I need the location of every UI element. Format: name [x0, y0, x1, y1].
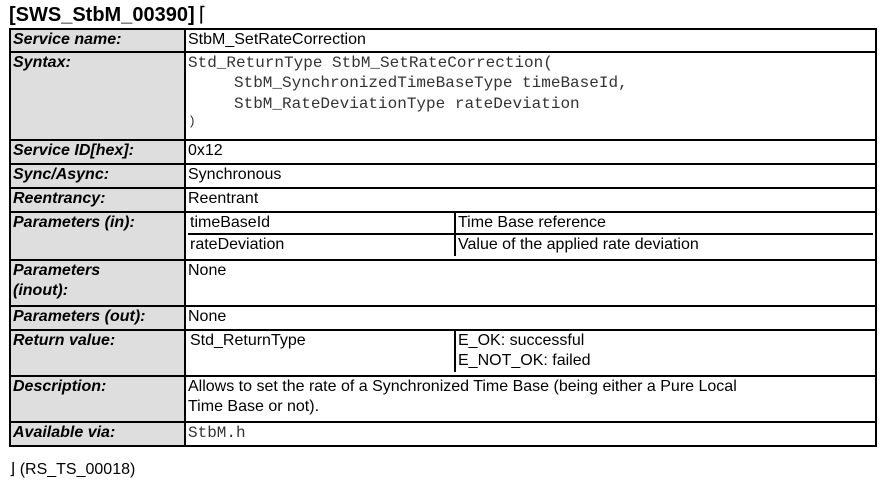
- row-syntax: Syntax: Std_ReturnType StbM_SetRateCorre…: [9, 50, 877, 141]
- label-params-in: Parameters (in):: [9, 210, 186, 261]
- label-sync-async: Sync/Async:: [9, 162, 186, 189]
- return-value-item: E_OK: successful: [458, 331, 585, 349]
- param-row: rateDeviation Value of the applied rate …: [188, 233, 873, 256]
- param-row: timeBaseId Time Base reference: [188, 213, 873, 234]
- syntax-line: Std_ReturnType StbM_SetRateCorrection(: [188, 53, 553, 72]
- label-syntax: Syntax:: [9, 50, 186, 141]
- row-sync-async: Sync/Async: Synchronous: [9, 162, 877, 189]
- value-params-in: timeBaseId Time Base reference rateDevia…: [184, 210, 877, 261]
- row-params-in: Parameters (in): timeBaseId Time Base re…: [9, 210, 877, 261]
- value-params-inout: None: [184, 258, 877, 307]
- label-params-inout-line: (inout):: [13, 282, 69, 299]
- row-reentrancy: Reentrancy: Reentrant: [9, 186, 877, 213]
- description-line: Allows to set the rate of a Synchronized…: [188, 377, 737, 395]
- value-reentrancy: Reentrant: [184, 186, 877, 213]
- requirement-header: [SWS_StbM_00390]⌈: [9, 2, 206, 28]
- label-available-via: Available via:: [9, 420, 186, 447]
- param-name: rateDeviation: [188, 233, 456, 256]
- return-subtable: Std_ReturnType E_OK: successful E_NOT_OK…: [188, 331, 873, 372]
- param-desc: Time Base reference: [458, 213, 606, 231]
- return-row: Std_ReturnType E_OK: successful E_NOT_OK…: [188, 331, 873, 372]
- return-value-item: E_NOT_OK: failed: [458, 352, 591, 369]
- open-bracket: ⌈: [198, 4, 207, 26]
- params-in-subtable: timeBaseId Time Base reference rateDevia…: [188, 213, 873, 256]
- row-params-inout: Parameters (inout): None: [9, 258, 877, 307]
- close-bracket: ⌋: [9, 461, 16, 478]
- return-type: Std_ReturnType: [188, 331, 456, 372]
- requirement-id: [SWS_StbM_00390]: [9, 4, 195, 26]
- description-line: Time Base or not).: [188, 398, 320, 415]
- row-service-name: Service name: StbM_SetRateCorrection: [9, 28, 877, 53]
- value-params-out: None: [184, 304, 877, 331]
- param-desc: Value of the applied rate deviation: [455, 233, 873, 256]
- syntax-line: StbM_SynchronizedTimeBaseType timeBaseId…: [234, 74, 628, 92]
- label-service-id: Service ID[hex]:: [9, 138, 186, 165]
- api-spec-table: Service name: StbM_SetRateCorrection Syn…: [9, 28, 877, 447]
- value-sync-async: Synchronous: [184, 162, 877, 189]
- value-syntax: Std_ReturnType StbM_SetRateCorrection( S…: [184, 50, 877, 141]
- row-service-id: Service ID[hex]: 0x12: [9, 138, 877, 165]
- row-return-value: Return value: Std_ReturnType E_OK: succe…: [9, 328, 877, 377]
- label-service-name: Service name:: [9, 28, 186, 53]
- value-service-name: StbM_SetRateCorrection: [184, 28, 877, 53]
- label-params-inout: Parameters (inout):: [9, 258, 186, 307]
- label-return-value: Return value:: [9, 328, 186, 377]
- row-available-via: Available via: StbM.h: [9, 420, 877, 447]
- row-params-out: Parameters (out): None: [9, 304, 877, 331]
- value-service-id: 0x12: [184, 138, 877, 165]
- value-return-value: Std_ReturnType E_OK: successful E_NOT_OK…: [184, 328, 877, 377]
- trace-reference: (RS_TS_00018): [19, 461, 136, 478]
- syntax-line: ): [188, 114, 196, 129]
- return-values: E_OK: successful E_NOT_OK: failed: [455, 331, 873, 372]
- label-description: Description:: [9, 374, 186, 423]
- value-description: Allows to set the rate of a Synchronized…: [184, 374, 877, 423]
- syntax-line: StbM_RateDeviationType rateDeviation: [234, 94, 580, 113]
- label-reentrancy: Reentrancy:: [9, 186, 186, 213]
- value-available-via: StbM.h: [184, 420, 877, 447]
- label-params-inout-line: Parameters: [13, 261, 101, 279]
- param-name: timeBaseId: [188, 213, 456, 234]
- label-params-out: Parameters (out):: [9, 304, 186, 331]
- requirement-footer: ⌋ (RS_TS_00018): [9, 459, 135, 481]
- row-description: Description: Allows to set the rate of a…: [9, 374, 877, 423]
